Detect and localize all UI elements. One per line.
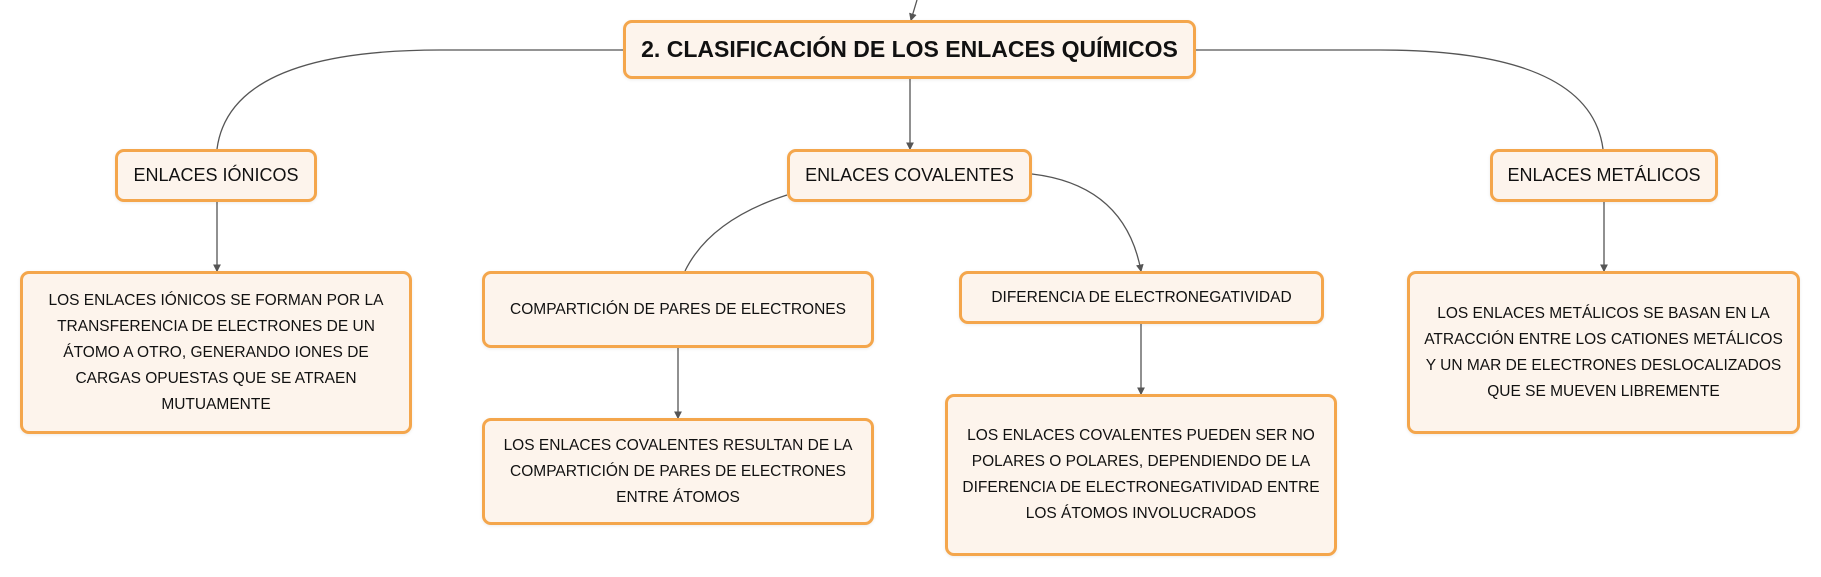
topic-enlaces-metalicos[interactable]: ENLACES METÁLICOS	[1490, 149, 1718, 202]
connector-covalentes-sub1	[684, 194, 788, 272]
connector-root-metalicos	[1196, 49, 1604, 150]
subtopic-label: COMPARTICIÓN DE PARES DE ELECTRONES	[510, 300, 846, 318]
root-node[interactable]: 2. CLASIFICACIÓN DE LOS ENLACES QUÍMICOS	[623, 20, 1196, 79]
subtopic-label: DIFERENCIA DE ELECTRONEGATIVIDAD	[991, 288, 1292, 306]
connector-covalentes-sub2	[1031, 173, 1144, 273]
detail-text: LOS ENLACES METÁLICOS SE BASAN EN LA ATR…	[1424, 304, 1783, 400]
topic-label: ENLACES IÓNICOS	[133, 165, 299, 185]
topic-enlaces-ionicos[interactable]: ENLACES IÓNICOS	[115, 149, 317, 202]
subtopic-comparticion[interactable]: COMPARTICIÓN DE PARES DE ELECTRONES	[482, 271, 874, 348]
detail-text: LOS ENLACES IÓNICOS SE FORMAN POR LA TRA…	[48, 291, 384, 413]
detail-electronegatividad[interactable]: LOS ENLACES COVALENTES PUEDEN SER NO POL…	[945, 394, 1337, 556]
detail-ionicos[interactable]: LOS ENLACES IÓNICOS SE FORMAN POR LA TRA…	[20, 271, 412, 434]
detail-text: LOS ENLACES COVALENTES PUEDEN SER NO POL…	[962, 427, 1320, 522]
topic-label: ENLACES METÁLICOS	[1507, 165, 1701, 185]
subtopic-diferencia-electronegatividad[interactable]: DIFERENCIA DE ELECTRONEGATIVIDAD	[959, 271, 1324, 324]
topic-enlaces-covalentes[interactable]: ENLACES COVALENTES	[787, 149, 1032, 202]
topic-label: ENLACES COVALENTES	[805, 165, 1014, 185]
detail-text: LOS ENLACES COVALENTES RESULTAN DE LA CO…	[503, 436, 853, 506]
connector-parent	[909, 0, 918, 22]
detail-metalicos[interactable]: LOS ENLACES METÁLICOS SE BASAN EN LA ATR…	[1407, 271, 1800, 434]
connector-root-ionicos	[216, 49, 623, 150]
root-label: 2. CLASIFICACIÓN DE LOS ENLACES QUÍMICOS	[641, 36, 1178, 62]
detail-comparticion[interactable]: LOS ENLACES COVALENTES RESULTAN DE LA CO…	[482, 418, 874, 525]
